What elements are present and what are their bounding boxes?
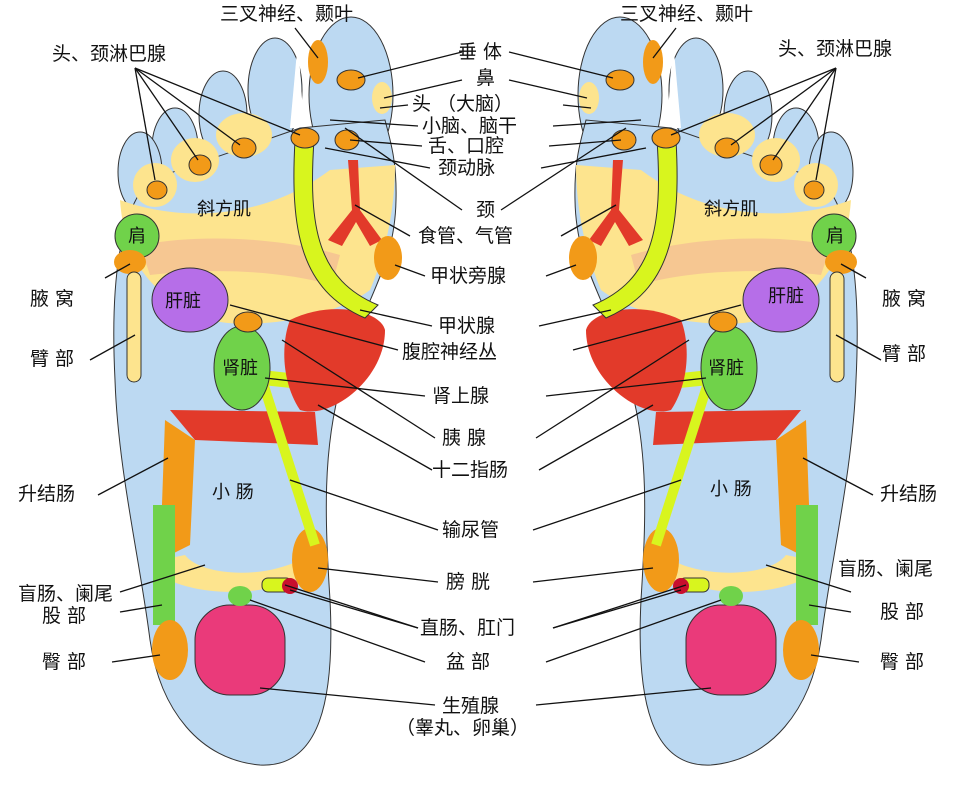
lymph-label-left: 头、颈淋巴腺 bbox=[52, 43, 166, 65]
bladder-label: 膀 胱 bbox=[446, 571, 490, 593]
trapezius-label-left: 斜方肌 bbox=[197, 199, 251, 220]
shoulder-label-left: 肩 bbox=[128, 226, 146, 247]
kidney-label-right: 肾脏 bbox=[708, 358, 744, 379]
small-intestine-label-left: 小 肠 bbox=[212, 482, 254, 503]
right-foot bbox=[569, 17, 857, 765]
leader-lines-right bbox=[500, 27, 882, 706]
appendix-label-right: 盲肠、阑尾 bbox=[838, 558, 933, 580]
shoulder-label-right: 肩 bbox=[826, 226, 844, 247]
nose-label: 鼻 bbox=[476, 67, 495, 89]
pelvis-label: 盆 部 bbox=[446, 651, 490, 673]
esophagus-label: 食管、气管 bbox=[418, 225, 513, 247]
liver-label-right: 肝脏 bbox=[768, 286, 804, 307]
buttock-label-right: 臀 部 bbox=[880, 651, 924, 673]
small-intestine-label-right: 小 肠 bbox=[710, 479, 752, 500]
parathyroid-label: 甲状旁腺 bbox=[430, 265, 506, 287]
trigeminal-label-right: 三叉神经、颞叶 bbox=[620, 3, 753, 25]
tongue-label: 舌、口腔 bbox=[428, 135, 504, 157]
brain-label: 头 （大脑） bbox=[412, 93, 513, 115]
thyroid-label: 甲状腺 bbox=[438, 315, 495, 337]
ascending-colon-label-right: 升结肠 bbox=[880, 483, 937, 505]
kidney-label-left: 肾脏 bbox=[222, 358, 258, 379]
carotid-label: 颈动脉 bbox=[438, 157, 495, 179]
trapezius-label-right: 斜方肌 bbox=[704, 199, 758, 220]
axilla-label-left: 腋 窝 bbox=[30, 288, 74, 310]
axilla-label-right: 腋 窝 bbox=[882, 288, 926, 310]
pancreas-label: 胰 腺 bbox=[442, 427, 486, 449]
duodenum-label: 十二指肠 bbox=[432, 459, 508, 481]
gonad-note-label: （睾丸、卵巢） bbox=[396, 717, 529, 739]
thigh-label-left: 股 部 bbox=[42, 605, 86, 627]
cerebellum-label: 小脑、脑干 bbox=[422, 115, 517, 137]
appendix-label-left: 盲肠、阑尾 bbox=[18, 583, 113, 605]
thigh-label-right: 股 部 bbox=[880, 601, 924, 623]
leader-lines bbox=[89, 27, 463, 706]
liver-label-left: 肝脏 bbox=[165, 291, 201, 312]
buttock-label-left: 臀 部 bbox=[42, 651, 86, 673]
left-foot bbox=[114, 17, 402, 765]
trigeminal-label-left: 三叉神经、颞叶 bbox=[220, 3, 353, 25]
pituitary-label: 垂 体 bbox=[458, 41, 502, 63]
lymph-label-right: 头、颈淋巴腺 bbox=[778, 38, 892, 60]
neck-label: 颈 bbox=[476, 199, 495, 221]
arm-label-right: 臂 部 bbox=[882, 343, 926, 365]
adrenal-label: 肾上腺 bbox=[432, 385, 489, 407]
arm-label-left: 臂 部 bbox=[30, 348, 74, 370]
gonad-label: 生殖腺 bbox=[442, 695, 499, 717]
ascending-colon-label-left: 升结肠 bbox=[18, 483, 75, 505]
celiac-label: 腹腔神经丛 bbox=[402, 341, 497, 363]
rectum-label: 直肠、肛门 bbox=[420, 617, 515, 639]
ureter-label: 输尿管 bbox=[442, 519, 499, 541]
